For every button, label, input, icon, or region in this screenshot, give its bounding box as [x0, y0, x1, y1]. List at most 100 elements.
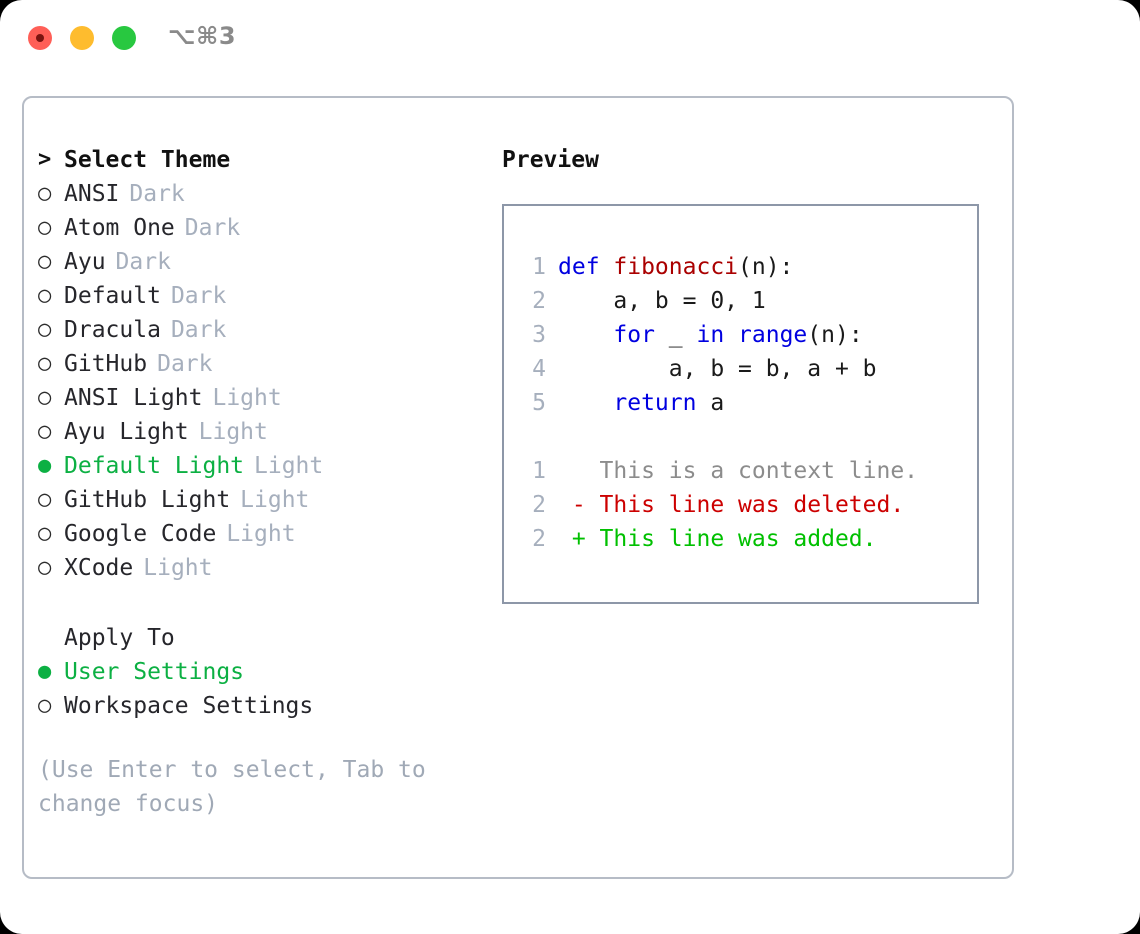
radio-selected-icon: ● — [38, 659, 52, 684]
code-line-text: for _ in range(n): — [558, 318, 863, 352]
code-token: fibonacci — [613, 254, 739, 280]
theme-option-name: Default — [64, 283, 161, 309]
radio-unselected-icon: ○ — [38, 215, 52, 240]
apply-to-heading-label: Apply To — [64, 625, 175, 651]
preview-title: Preview — [502, 147, 599, 173]
apply-to-option-label: Workspace Settings — [64, 693, 314, 719]
radio-unselected-icon: ○ — [38, 555, 52, 580]
window-controls — [28, 26, 136, 50]
keyboard-shortcut-label: ⌥⌘3 — [168, 22, 237, 50]
radio-unselected-icon: ○ — [38, 283, 52, 308]
theme-option-variant: Light — [254, 453, 324, 479]
theme-option-name: GitHub Light — [64, 487, 231, 513]
theme-option-name: Google Code — [64, 521, 217, 547]
diff-line: 1 This is a context line. — [504, 454, 977, 488]
code-line: 5 return a — [504, 386, 977, 420]
diff-sample: 1 This is a context line.2 - This line w… — [504, 454, 977, 556]
diff-line-text: This is a context line. — [558, 458, 919, 484]
diff-line-text: + This line was added. — [558, 526, 877, 552]
code-line-text: return a — [558, 386, 724, 420]
code-token: (n): — [807, 322, 863, 348]
line-number: 5 — [532, 390, 546, 416]
theme-option-variant: Dark — [157, 351, 213, 377]
apply-to-option-label: User Settings — [64, 659, 245, 685]
line-number: 3 — [532, 322, 546, 348]
theme-option-variant: Light — [240, 487, 310, 513]
diff-line-text: - This line was deleted. — [558, 492, 905, 518]
code-line: 1 def fibonacci(n): — [504, 250, 977, 284]
code-token — [724, 322, 738, 348]
code-token: (n): — [738, 254, 794, 280]
diff-line: 2 + This line was added. — [504, 522, 977, 556]
code-line: 3 for _ in range(n): — [504, 318, 977, 352]
line-number: 1 — [532, 254, 546, 280]
diff-line: 2 - This line was deleted. — [504, 488, 977, 522]
code-token: def — [558, 254, 614, 280]
radio-unselected-icon: ○ — [38, 693, 52, 718]
apply-to-group: ·Apply To ● User Settings ○ Workspace Settin… — [38, 621, 478, 723]
theme-option-name: Default Light — [64, 453, 245, 479]
title-bar: ⌥⌘3 — [0, 0, 1140, 76]
keyboard-hint-text: (Use Enter to select, Tab to change focu… — [38, 757, 440, 817]
close-button[interactable] — [28, 26, 52, 50]
theme-option-name: XCode — [64, 555, 134, 581]
minimize-button[interactable] — [70, 26, 94, 50]
theme-option-variant: Dark — [170, 283, 227, 309]
code-line-text: a, b = b, a + b — [558, 352, 877, 386]
theme-option-variant: Dark — [170, 317, 227, 343]
line-number: 4 — [532, 356, 546, 382]
theme-option[interactable]: ○ Ayu Dark — [38, 245, 478, 279]
theme-option-variant: Dark — [115, 249, 171, 275]
code-line: 2 a, b = 0, 1 — [504, 284, 977, 318]
theme-list-heading-label: Select Theme — [64, 147, 231, 173]
code-line-text: def fibonacci(n): — [558, 250, 793, 284]
code-line: 4 a, b = b, a + b — [504, 352, 977, 386]
line-number: 2 — [532, 492, 546, 518]
maximize-button[interactable] — [112, 26, 136, 50]
theme-option-name: ANSI Light — [64, 385, 203, 411]
code-token: for — [613, 322, 655, 348]
theme-option-variant: Dark — [129, 181, 185, 207]
theme-option[interactable]: ○ GitHub Light Light — [38, 483, 478, 517]
apply-to-option[interactable]: ○ Workspace Settings — [38, 689, 478, 723]
code-token: a — [696, 390, 725, 416]
theme-option-name: Ayu — [64, 249, 106, 275]
code-token: in — [696, 322, 725, 348]
radio-unselected-icon: ○ — [38, 181, 52, 206]
theme-option[interactable]: ○ Default Dark — [38, 279, 478, 313]
theme-option[interactable]: ○ Atom One Dark — [38, 211, 478, 245]
apply-to-option[interactable]: ● User Settings — [38, 655, 478, 689]
theme-list-heading: >Select Theme — [38, 143, 478, 177]
code-token — [558, 322, 613, 348]
theme-option-variant: Dark — [184, 215, 241, 241]
code-token — [558, 390, 613, 416]
spacer-icon: · — [38, 621, 64, 655]
radio-unselected-icon: ○ — [38, 487, 52, 512]
code-token: a, b = b, a + b — [558, 356, 877, 382]
code-diff-gap — [504, 420, 977, 454]
radio-unselected-icon: ○ — [38, 351, 52, 376]
theme-option-name: Atom One — [64, 215, 175, 241]
radio-unselected-icon: ○ — [38, 317, 52, 342]
theme-option-variant: Light — [212, 385, 282, 411]
code-token: _ — [654, 322, 697, 348]
apply-to-heading: ·Apply To — [38, 621, 478, 655]
theme-option-variant: Light — [198, 419, 268, 445]
radio-unselected-icon: ○ — [38, 249, 52, 274]
theme-option-name: Ayu Light — [64, 419, 189, 445]
code-token: range — [738, 322, 808, 348]
